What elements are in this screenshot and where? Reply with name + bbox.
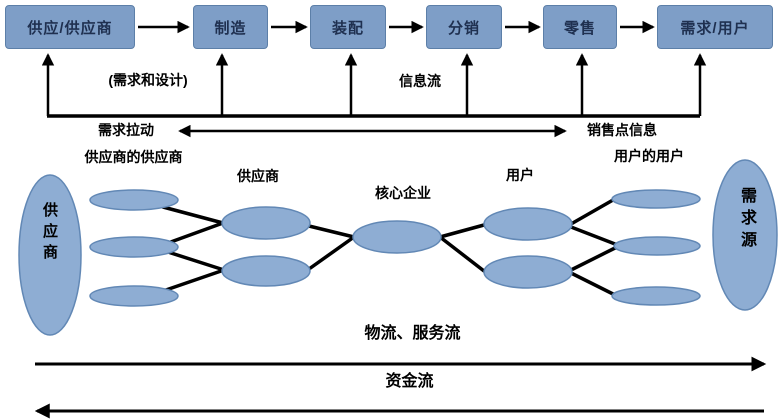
supplier-tier2-ellipse-2	[89, 236, 179, 258]
label-demand-design: (需求和设计)	[108, 72, 188, 88]
link-t1b-core	[307, 235, 356, 271]
core-company-ellipse	[352, 220, 442, 254]
link-t1a-core	[307, 224, 356, 239]
label-user: 用户	[506, 167, 534, 183]
user-tier1-ellipse-1	[483, 207, 573, 241]
link-t2c-t1b	[161, 268, 226, 293]
link-core-u1b	[438, 235, 486, 273]
supplier-tier2-ellipse-3	[89, 285, 179, 307]
label-supply-source: 供应商	[41, 202, 58, 265]
user-tier2-ellipse-3	[611, 286, 701, 306]
label-supplier: 供应商	[237, 168, 279, 184]
link-u1b-u2c	[569, 271, 615, 296]
box-assembly: 装配	[310, 5, 386, 49]
label-logistics-service-flow: 物流、服务流	[364, 325, 461, 342]
label-information-flow: 信息流	[399, 73, 441, 89]
label-pos-info: 销售点信息	[587, 122, 657, 138]
box-distribution: 分销	[426, 5, 502, 49]
link-u1b-u2b	[569, 246, 617, 272]
supplier-tier1-ellipse-1	[221, 206, 311, 240]
demand-source-ellipse	[712, 159, 778, 311]
link-t2b-t1a	[166, 221, 225, 245]
link-t2a-t1a	[161, 205, 225, 225]
label-demand-pull: 需求拉动	[98, 122, 154, 138]
link-u1a-u2a	[569, 198, 615, 226]
user-tier2-ellipse-2	[613, 236, 701, 256]
supplier-tier2-ellipse-1	[89, 189, 179, 211]
label-core-enterprise: 核心企业	[375, 185, 431, 201]
link-t2b-t1b	[166, 250, 226, 272]
link-core-u1a	[438, 223, 486, 239]
supply-source-ellipse	[18, 174, 82, 336]
box-manufacturing: 制造	[193, 5, 268, 49]
box-demand-user: 需求/用户	[657, 5, 773, 49]
label-users-user: 用户的用户	[614, 148, 684, 164]
supplier-tier1-ellipse-2	[221, 255, 311, 287]
user-tier2-ellipse-1	[611, 189, 701, 209]
user-tier1-ellipse-2	[483, 255, 573, 289]
box-supply-supplier: 供应/供应商	[5, 5, 135, 49]
label-capital-flow: 资金流	[385, 373, 434, 390]
box-retail: 零售	[543, 5, 617, 49]
label-demand-source: 需求源	[738, 187, 755, 253]
label-suppliers-supplier: 供应商的供应商	[84, 149, 183, 165]
link-u1a-u2b	[569, 225, 617, 246]
